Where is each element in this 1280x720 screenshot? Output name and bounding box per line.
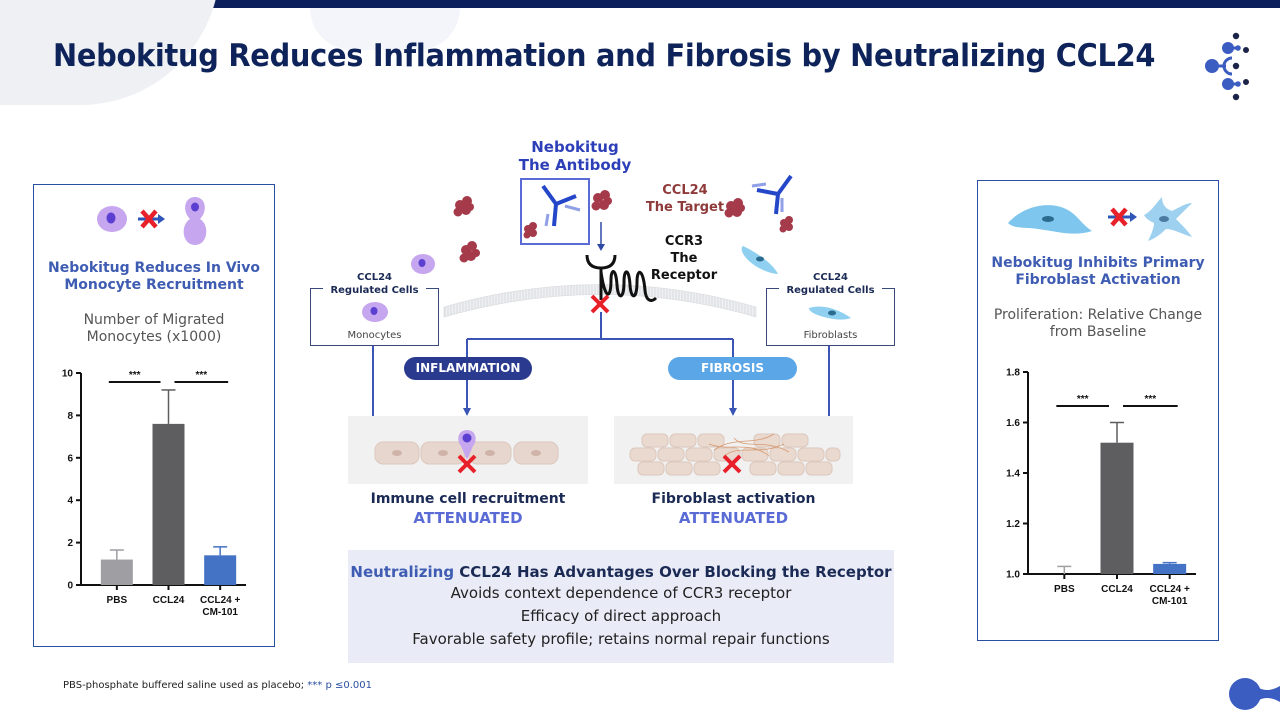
significance-label: *** bbox=[129, 370, 141, 381]
panel-title-line: Fibroblast Activation bbox=[1015, 272, 1181, 288]
receptor-label-line: CCR3 bbox=[664, 234, 704, 249]
top-bar bbox=[0, 0, 1280, 8]
panel-title-line: Nebokitug Reduces In Vivo bbox=[48, 260, 260, 276]
fibroblast-activation-panel: Nebokitug Inhibits Primary Fibroblast Ac… bbox=[977, 180, 1219, 641]
outcome-status: ATTENUATED bbox=[413, 509, 523, 527]
footnote-text: PBS-phosphate buffered saline used as pl… bbox=[63, 680, 308, 691]
outcome-label: Fibroblast activation bbox=[651, 491, 816, 507]
chart-ylabel-line: Proliferation: Relative Change bbox=[993, 307, 1203, 323]
ccr3-receptor-icon bbox=[585, 254, 658, 302]
ccl24-chemokine-icon bbox=[453, 196, 474, 217]
bar-ccl24 bbox=[152, 423, 185, 585]
ccl24-chemokine-icon bbox=[591, 190, 612, 211]
y-tick-label: 1.6 bbox=[1006, 418, 1020, 429]
target-label: CCL24 The Target bbox=[630, 182, 740, 216]
cell-membrane bbox=[443, 284, 757, 318]
advantage-item: Avoids context dependence of CCR3 recept… bbox=[450, 584, 792, 602]
chart-ylabel-line: from Baseline bbox=[1049, 324, 1147, 340]
background-shape bbox=[310, 8, 460, 50]
bar-ccl24-cm-101 bbox=[204, 555, 237, 585]
receptor-label-line: The bbox=[670, 251, 698, 266]
y-tick-label: 8 bbox=[67, 411, 73, 422]
monocyte-migration-blocked-icon bbox=[97, 197, 207, 245]
significance-label: *** bbox=[1077, 394, 1089, 405]
bar-ccl24 bbox=[1100, 442, 1134, 574]
outcome-label: Immune cell recruitment bbox=[370, 491, 566, 507]
advantage-item: Efficacy of direct approach bbox=[520, 607, 722, 625]
molecule-network-logo-icon bbox=[1205, 32, 1249, 101]
inflammation-pill: INFLAMMATION bbox=[404, 357, 532, 380]
target-label-line: CCL24 bbox=[662, 183, 708, 198]
x-tick-label: PBS bbox=[1054, 584, 1075, 595]
x-tick-label: CM-101 bbox=[1152, 596, 1188, 607]
antibody-label-line: The Antibody bbox=[518, 156, 632, 174]
monocyte-icon bbox=[362, 302, 388, 322]
ccl24-chemokine-icon bbox=[523, 222, 537, 239]
y-tick-label: 1.0 bbox=[1006, 570, 1020, 581]
advantages-heading: Neutralizing CCL24 Has Advantages Over B… bbox=[348, 562, 894, 582]
advantages-box: Neutralizing CCL24 Has Advantages Over B… bbox=[348, 550, 894, 663]
ccl24-chemokine-icon bbox=[779, 216, 793, 233]
regulated-cells-label: Regulated Cells bbox=[784, 284, 877, 297]
advantages-heading-rest: CCL24 Has Advantages Over Blocking the R… bbox=[454, 563, 892, 581]
receptor-label-line: Receptor bbox=[650, 268, 718, 283]
fibroblast-activation-blocked-icon bbox=[1008, 197, 1192, 241]
receptor-label: CCR3 The Receptor bbox=[648, 233, 720, 284]
x-tick-label: CCL24 bbox=[153, 595, 185, 606]
x-tick-label: PBS bbox=[107, 595, 128, 606]
regulated-cells-monocytes-box: CCL24 Regulated Cells Monocytes bbox=[310, 272, 439, 346]
y-tick-label: 1.8 bbox=[1006, 368, 1020, 379]
page-title: Nebokitug Reduces Inflammation and Fibro… bbox=[53, 38, 1156, 74]
regulated-cells-label: Regulated Cells bbox=[328, 284, 421, 297]
significance-label: *** bbox=[195, 370, 207, 381]
monocyte-recruitment-panel: Nebokitug Reduces In Vivo Monocyte Recru… bbox=[33, 184, 275, 647]
fibroblasts-label: Fibroblasts bbox=[803, 330, 858, 341]
monocytes-label: Monocytes bbox=[347, 330, 402, 341]
fibroblast-icon bbox=[809, 306, 851, 320]
antibody-highlight-box bbox=[520, 178, 590, 245]
antibody-label-line: Nebokitug bbox=[531, 138, 619, 156]
regulated-cells-fibroblasts-box: CCL24 Regulated Cells Fibroblasts bbox=[766, 272, 895, 346]
endothelium-illustration bbox=[348, 416, 588, 484]
corner-molecule-icon bbox=[1229, 678, 1280, 710]
immune-recruitment-outcome: Immune cell recruitment ATTENUATED bbox=[348, 490, 588, 528]
y-tick-label: 1.2 bbox=[1006, 519, 1020, 530]
bar-ccl24-cm-101 bbox=[1153, 563, 1187, 574]
y-tick-label: 1.4 bbox=[1006, 469, 1020, 480]
antibody-icon bbox=[751, 174, 793, 215]
advantages-heading-highlight: Neutralizing bbox=[350, 563, 455, 581]
fibroblast-icon bbox=[741, 246, 778, 274]
ccl24-chemokine-icon bbox=[459, 241, 480, 263]
x-tick-label: CCL24 + bbox=[1150, 584, 1190, 595]
outcome-status: ATTENUATED bbox=[678, 509, 789, 527]
y-tick-label: 0 bbox=[67, 581, 73, 592]
x-tick-label: CCL24 + bbox=[200, 595, 240, 606]
y-tick-label: 6 bbox=[67, 453, 73, 464]
x-tick-label: CCL24 bbox=[1101, 584, 1133, 595]
panel-title-line: Nebokitug Inhibits Primary bbox=[991, 255, 1205, 271]
y-tick-label: 4 bbox=[67, 496, 73, 507]
y-tick-label: 10 bbox=[62, 369, 74, 380]
antibody-label: Nebokitug The Antibody bbox=[500, 138, 650, 174]
panel-title-line: Monocyte Recruitment bbox=[64, 277, 244, 293]
fibroblast-activation-outcome: Fibroblast activation ATTENUATED bbox=[614, 490, 853, 528]
significance-label: *** bbox=[1144, 394, 1156, 405]
fibrosis-pill: FIBROSIS bbox=[668, 357, 797, 380]
fibrotic-tissue-illustration bbox=[614, 416, 853, 484]
significance-note: *** p ≤0.001 bbox=[307, 680, 372, 691]
chart-ylabel-line: Number of Migrated bbox=[83, 312, 225, 328]
chart-ylabel-line: Monocytes (x1000) bbox=[86, 329, 222, 345]
advantage-item: Favorable safety profile; retains normal… bbox=[412, 630, 830, 648]
regulated-cells-label: CCL24 bbox=[813, 272, 848, 283]
target-label-line: The Target bbox=[645, 200, 725, 215]
antibody-icon bbox=[541, 184, 581, 227]
x-tick-label: CM-101 bbox=[202, 607, 238, 618]
footnote: PBS-phosphate buffered saline used as pl… bbox=[63, 680, 372, 691]
blocked-x-icon bbox=[590, 294, 610, 314]
bar-pbs bbox=[100, 559, 133, 585]
y-tick-label: 2 bbox=[67, 538, 73, 549]
regulated-cells-label: CCL24 bbox=[357, 272, 392, 283]
